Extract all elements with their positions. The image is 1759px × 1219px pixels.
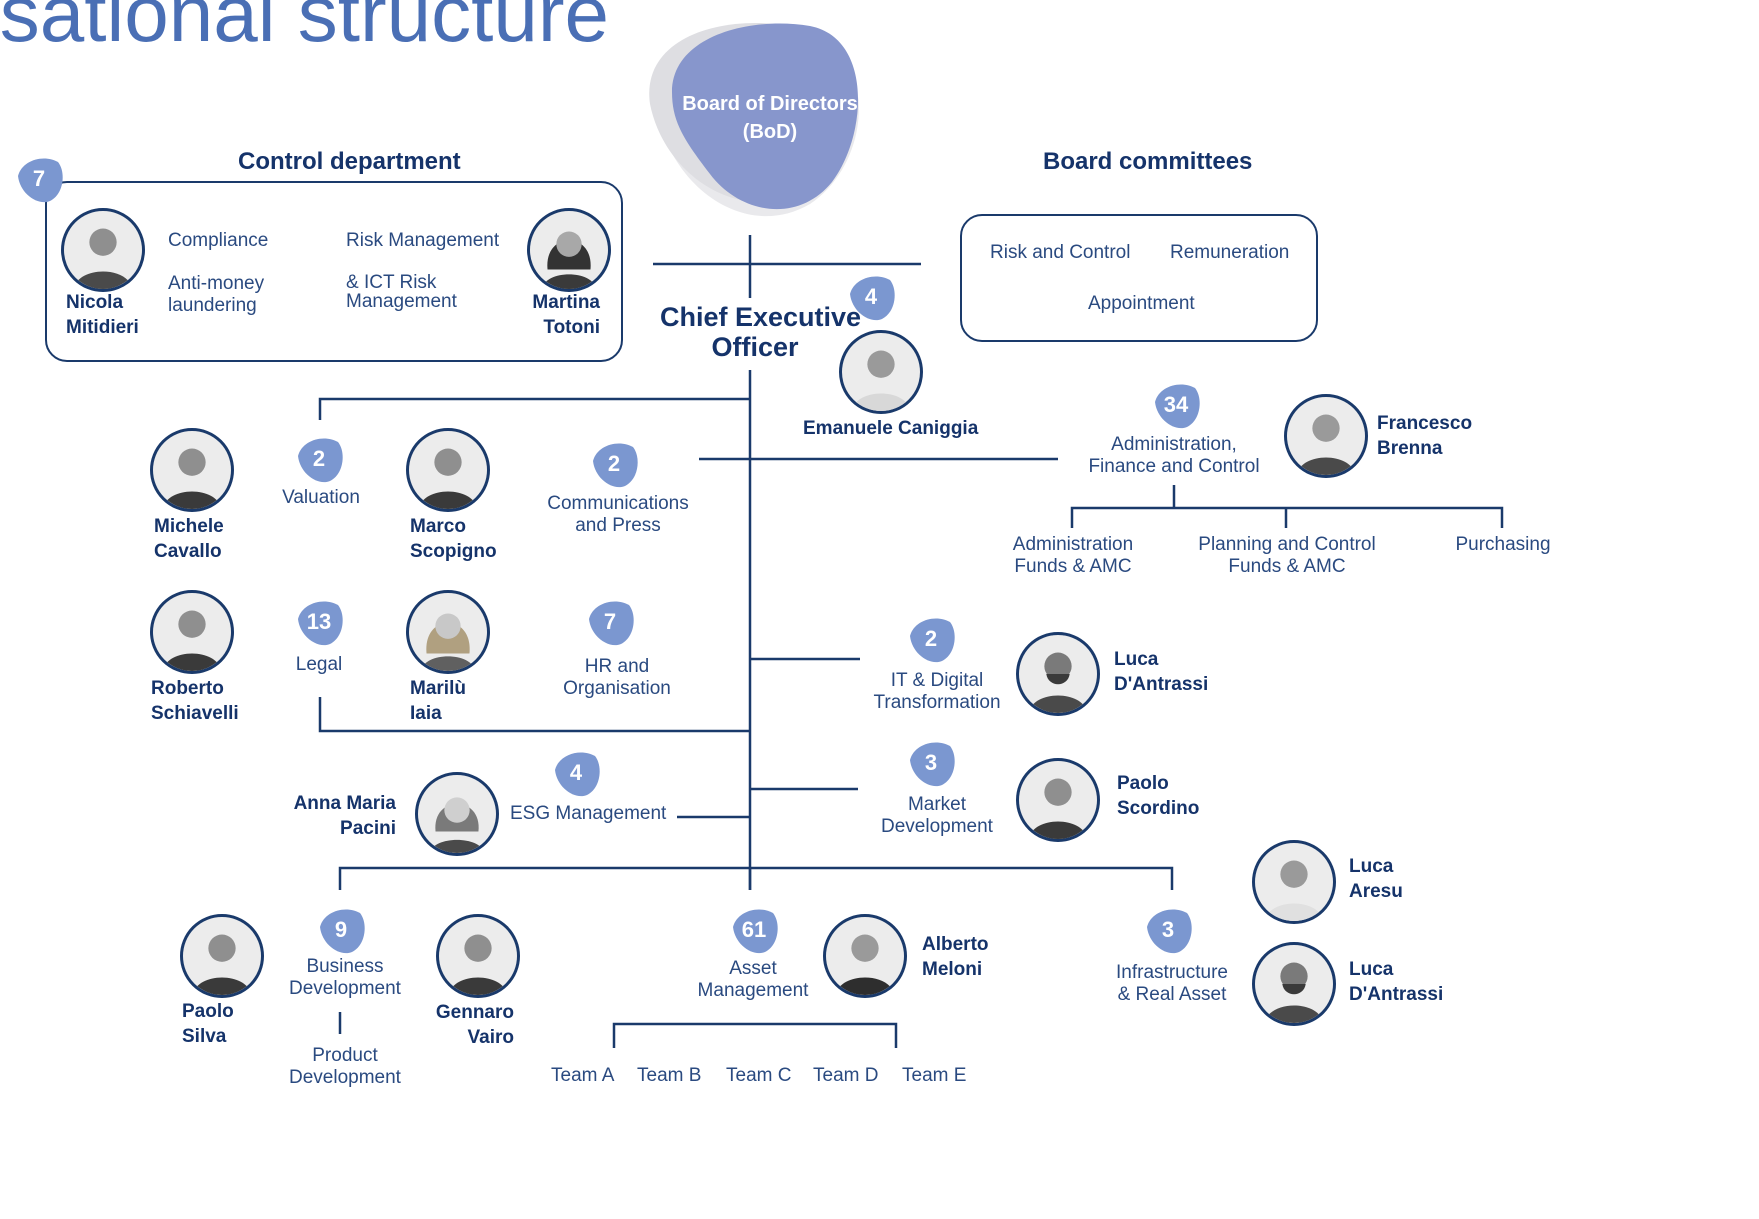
person-roberto-schiavelli: Roberto Schiavelli <box>151 678 239 724</box>
person-emanuele-caniggia: Emanuele Caniggia <box>803 418 979 439</box>
team-c: Team C <box>726 1065 792 1086</box>
unit-asset-management: Asset Management <box>697 958 809 1001</box>
avatar-alberto-meloni <box>823 914 907 998</box>
afc-sub-purchasing: Purchasing <box>1455 534 1551 555</box>
unit-business-development: Business Development <box>289 956 401 999</box>
board-of-directors-shape <box>649 23 859 217</box>
team-b: Team B <box>637 1065 702 1086</box>
control-count-badge: 7 <box>14 154 64 204</box>
person-paolo-scordino: Paolo Scordino <box>1117 773 1200 819</box>
team-a: Team A <box>551 1065 615 1086</box>
hr-count-badge: 7 <box>585 597 635 647</box>
unit-administration-finance-control: Administration, Finance and Control <box>1088 434 1260 477</box>
avatar-anna-maria-pacini <box>415 772 499 856</box>
committee-risk-and-control: Risk and Control <box>990 242 1131 263</box>
avatar-martina-totoni <box>527 208 611 292</box>
avatar-luca-aresu <box>1252 840 1336 924</box>
board-committees-box <box>960 214 1318 342</box>
team-d: Team D <box>813 1065 879 1086</box>
person-alberto-meloni: Alberto Meloni <box>922 934 989 980</box>
control-department-title: Control department <box>238 148 461 175</box>
avatar-marco-scopigno <box>406 428 490 512</box>
afc-sub-administration: Administration Funds & AMC <box>1012 534 1134 577</box>
valuation-count-badge: 2 <box>294 434 344 484</box>
infra-count-badge: 3 <box>1143 905 1193 955</box>
control-department-box <box>45 181 623 362</box>
control-item-compliance: Compliance <box>168 230 269 251</box>
person-anna-maria-pacini: Anna Maria Pacini <box>293 793 396 839</box>
person-luca-aresu: Luca Aresu <box>1349 856 1403 902</box>
avatar-paolo-scordino <box>1016 758 1100 842</box>
unit-legal: Legal <box>295 654 343 675</box>
person-luca-dantrassi: Luca D'Antrassi <box>1114 649 1209 695</box>
avatar-marilu-iaia <box>406 590 490 674</box>
committee-remuneration: Remuneration <box>1170 242 1290 263</box>
unit-market-development: Market Development <box>881 794 993 837</box>
person-martina-totoni: Martina Totoni <box>532 292 600 338</box>
team-e: Team E <box>902 1065 967 1086</box>
it-count-badge: 2 <box>906 614 956 664</box>
unit-esg-management: ESG Management <box>510 803 667 824</box>
market-count-badge: 3 <box>906 738 956 788</box>
avatar-nicola-mitidieri <box>61 208 145 292</box>
person-gennaro-vairo: Gennaro Vairo <box>435 1002 514 1048</box>
person-nicola-mitidieri: Nicola Mitidieri <box>66 292 139 338</box>
control-item-ict-risk: & ICT Risk Management <box>346 272 457 312</box>
person-paolo-silva: Paolo Silva <box>182 1001 234 1047</box>
board-committees-title: Board committees <box>1043 148 1253 175</box>
ceo-count-badge: 4 <box>846 272 896 322</box>
avatar-luca-dantrassi-2 <box>1252 942 1336 1026</box>
unit-product-development: Product Development <box>289 1045 401 1088</box>
communications-count-badge: 2 <box>589 439 639 489</box>
avatar-luca-dantrassi <box>1016 632 1100 716</box>
control-item-anti-money: Anti-money laundering <box>168 273 265 316</box>
ceo-title: Chief Executive Officer <box>660 302 862 362</box>
person-marco-scopigno: Marco Scopigno <box>410 516 497 562</box>
person-marilu-iaia: Marilù Iaia <box>410 678 466 724</box>
unit-valuation: Valuation <box>282 487 360 508</box>
asset-count-badge: 61 <box>729 905 779 955</box>
board-label: Board of Directors (BoD) <box>682 93 858 143</box>
person-francesco-brenna: Francesco Brenna <box>1377 413 1473 459</box>
unit-hr-organisation: HR and Organisation <box>563 656 671 699</box>
avatar-gennaro-vairo <box>436 914 520 998</box>
person-michele-cavallo: Michele Cavallo <box>154 516 224 562</box>
avatar-emanuele-caniggia <box>839 330 923 414</box>
unit-communications: Communications and Press <box>547 493 689 536</box>
esg-count-badge: 4 <box>551 748 601 798</box>
afc-count-badge: 34 <box>1151 380 1201 430</box>
person-luca-dantrassi-2: Luca D'Antrassi <box>1349 959 1444 1005</box>
control-item-risk-management: Risk Management <box>346 230 500 251</box>
legal-count-badge: 13 <box>294 597 344 647</box>
unit-it-digital: IT & Digital Transformation <box>873 670 1001 713</box>
business-count-badge: 9 <box>316 905 366 955</box>
afc-sub-planning-control: Planning and Control Funds & AMC <box>1198 534 1376 577</box>
avatar-roberto-schiavelli <box>150 590 234 674</box>
avatar-paolo-silva <box>180 914 264 998</box>
avatar-francesco-brenna <box>1284 394 1368 478</box>
avatar-michele-cavallo <box>150 428 234 512</box>
unit-infrastructure-real-asset: Infrastructure & Real Asset <box>1116 962 1228 1005</box>
page-title: isational structure <box>0 0 609 58</box>
committee-appointment: Appointment <box>1088 293 1195 314</box>
